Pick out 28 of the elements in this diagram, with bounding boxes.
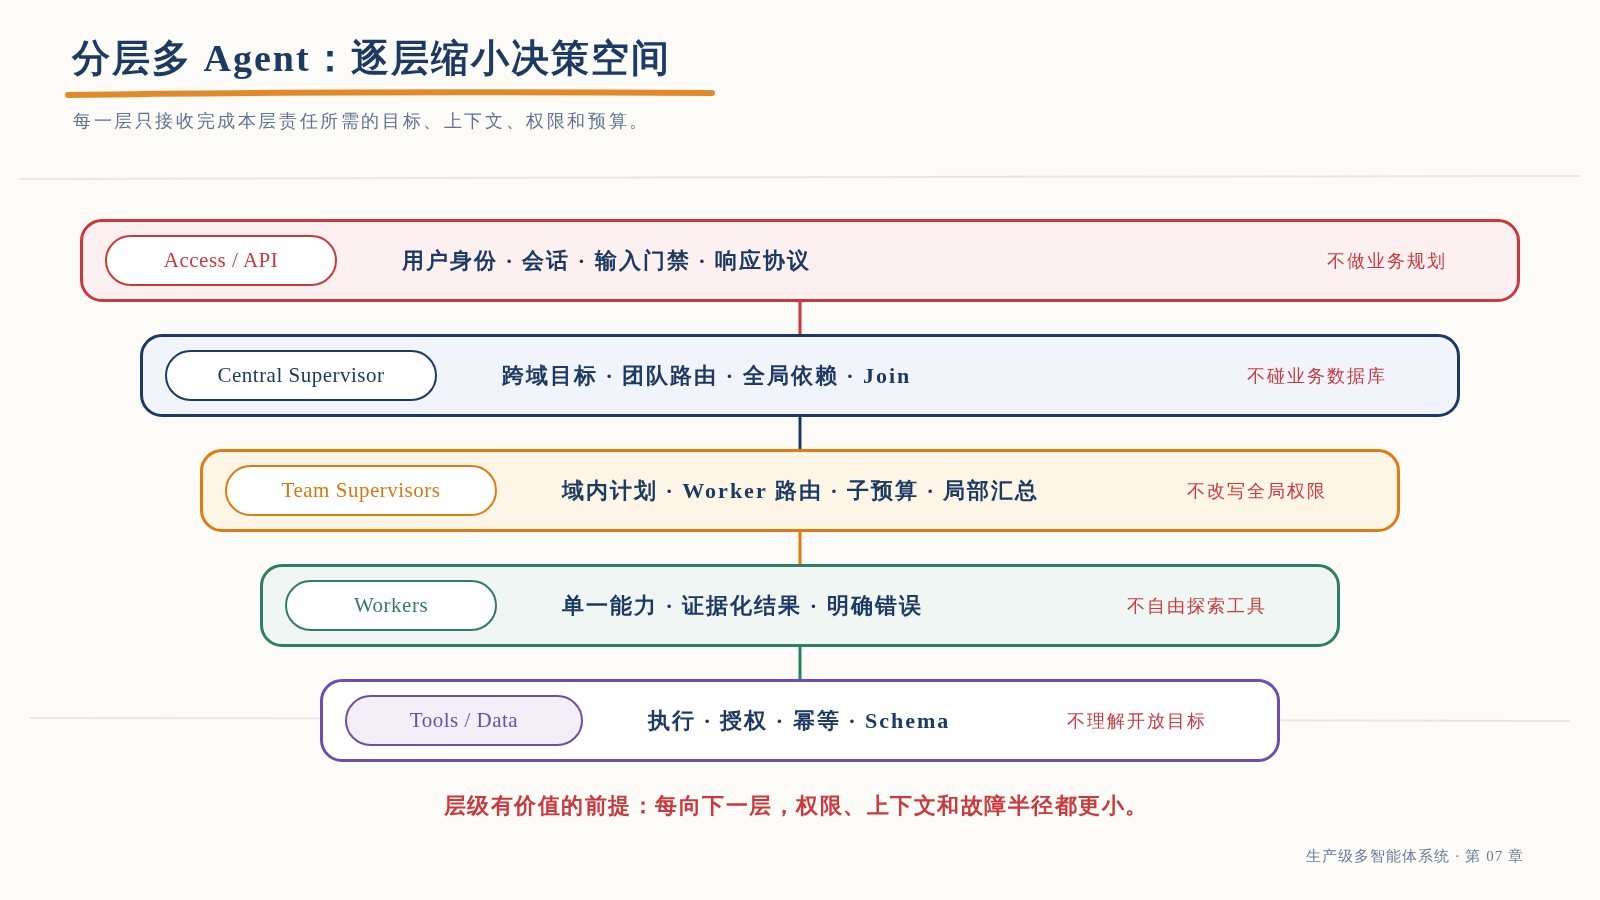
layer-band bbox=[260, 564, 1340, 647]
layer-restriction-note: 不做业务规划 bbox=[1327, 249, 1447, 273]
layer-responsibilities: 单一能力 · 证据化结果 · 明确错误 bbox=[562, 591, 923, 620]
layer-responsibilities: 跨域目标 · 团队路由 · 全局依赖 · Join bbox=[502, 361, 912, 390]
caption: 层级有价值的前提：每向下一层，权限、上下文和故障半径都更小。 bbox=[443, 792, 1149, 820]
layer-band bbox=[140, 334, 1460, 417]
layer-responsibilities: 用户身份 · 会话 · 输入门禁 · 响应协议 bbox=[402, 246, 811, 275]
layer-name-pill: Team Supervisors bbox=[225, 465, 497, 516]
layer-band bbox=[320, 679, 1280, 762]
connector-line bbox=[798, 417, 802, 449]
layer-name-pill: Access / API bbox=[105, 235, 337, 286]
layer-band bbox=[80, 219, 1520, 302]
layer-name-pill: Central Supervisor bbox=[165, 350, 437, 401]
layer-band bbox=[200, 449, 1400, 532]
subtitle: 每一层只接收完成本层责任所需的目标、上下文、权限和预算。 bbox=[73, 110, 650, 133]
title: 分层多 Agent：逐层缩小决策空间 bbox=[72, 36, 671, 81]
layer-restriction-note: 不理解开放目标 bbox=[1067, 709, 1207, 733]
layer-restriction-note: 不改写全局权限 bbox=[1187, 479, 1327, 503]
connector-line bbox=[798, 532, 802, 564]
footer-text: 生产级多智能体系统 · 第 07 章 bbox=[1306, 847, 1524, 866]
layer-responsibilities: 执行 · 授权 · 幂等 · Schema bbox=[648, 706, 951, 735]
layer-name-pill: Tools / Data bbox=[345, 695, 583, 746]
connector-line bbox=[798, 647, 802, 679]
connector-line bbox=[798, 302, 802, 334]
layer-restriction-note: 不碰业务数据库 bbox=[1247, 364, 1387, 388]
layer-restriction-note: 不自由探索工具 bbox=[1127, 594, 1267, 618]
layer-responsibilities: 域内计划 · Worker 路由 · 子预算 · 局部汇总 bbox=[562, 476, 1040, 505]
layer-name-pill: Workers bbox=[285, 580, 497, 631]
